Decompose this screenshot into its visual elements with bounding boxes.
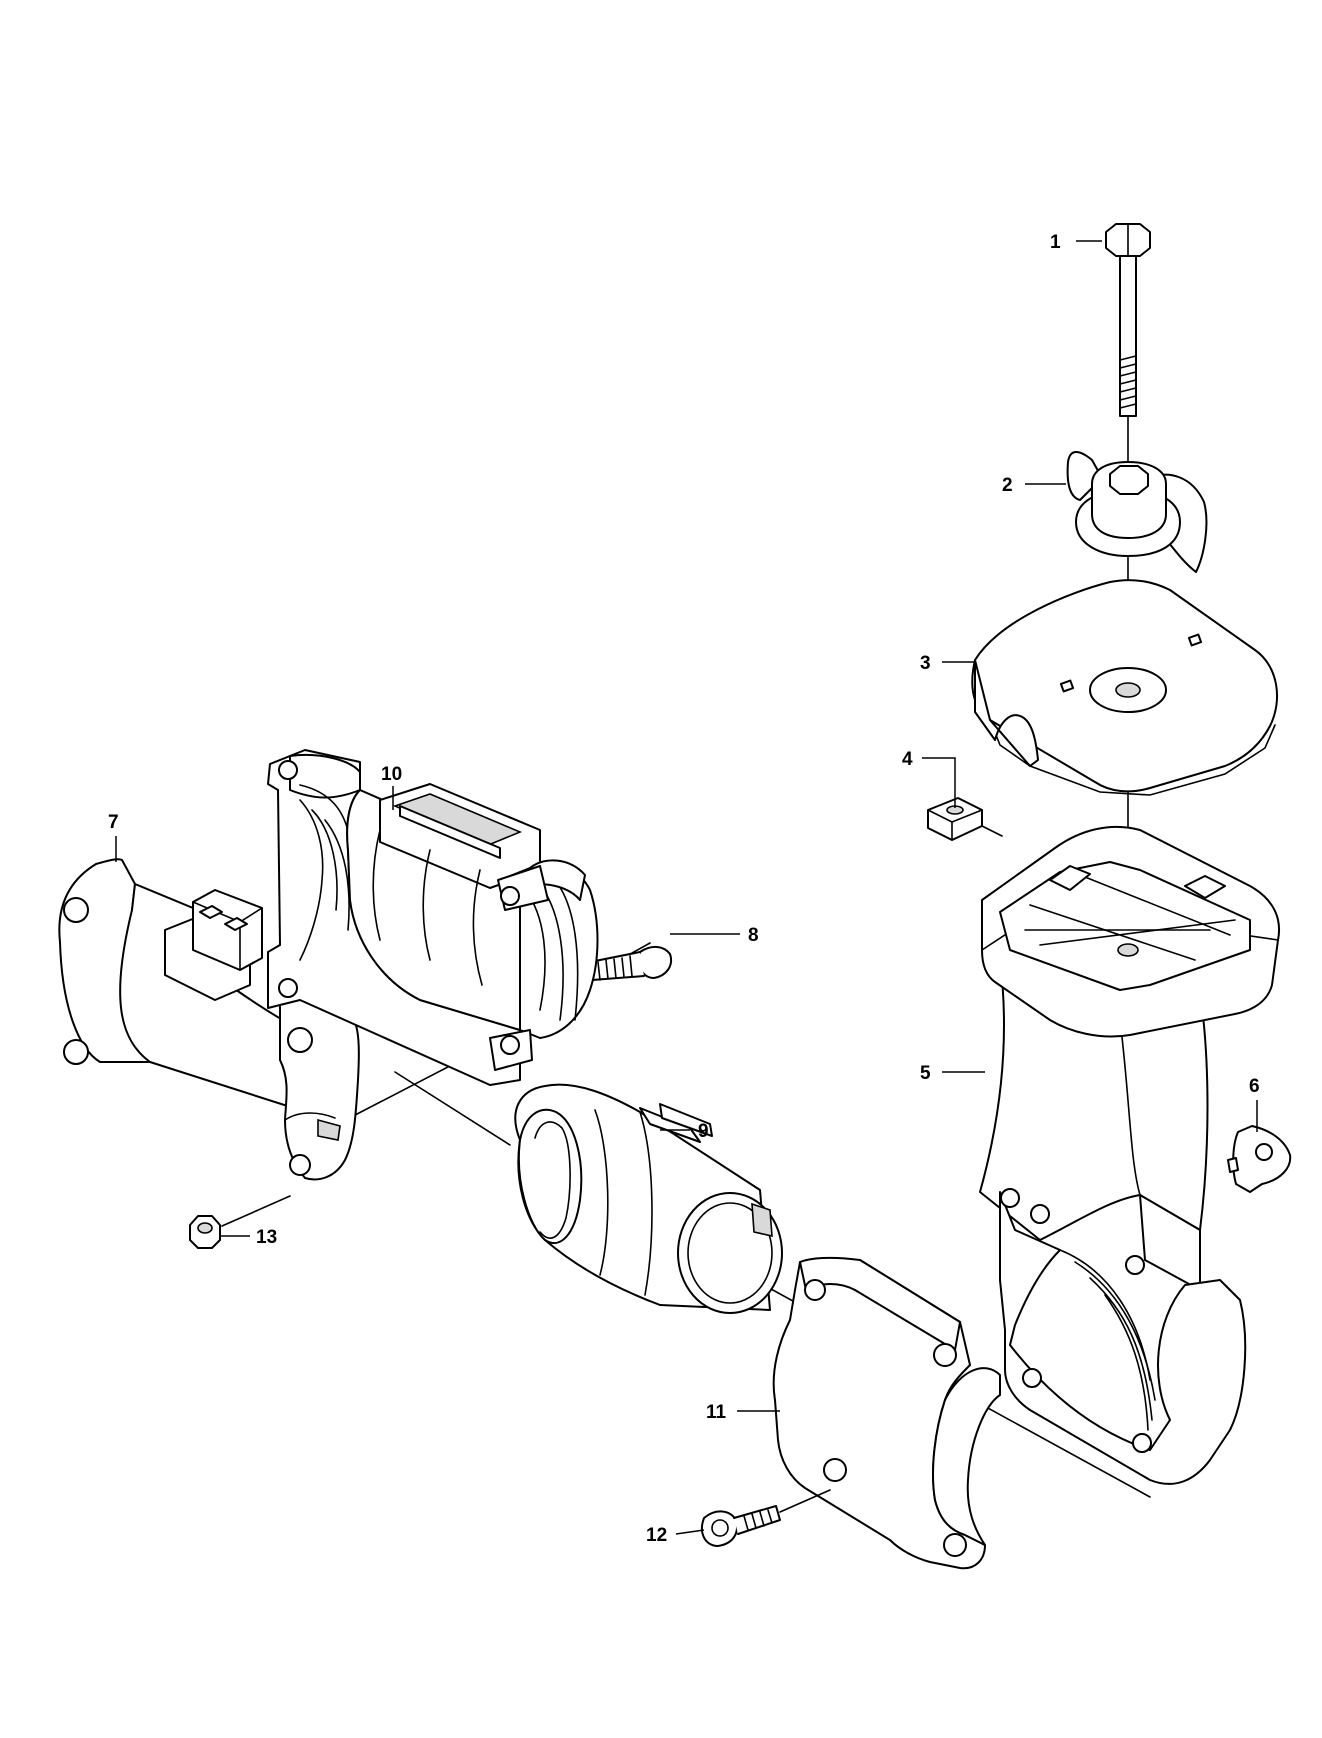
callout-9: 9 [698, 1121, 709, 1142]
part-1-hex-bolt [1105, 223, 1151, 417]
callout-1: 1 [1050, 232, 1061, 253]
part-13-nut [189, 1195, 291, 1249]
callout-leaders [115, 240, 1258, 1535]
callout-3: 3 [920, 653, 931, 674]
part-12-screw [700, 1489, 831, 1547]
part-4-square-nut [927, 797, 1003, 841]
part-9-sleeve [514, 1083, 783, 1314]
part-3-top-cover [971, 579, 1278, 796]
part-6-clip [1227, 1125, 1292, 1193]
callout-2: 2 [1002, 475, 1013, 496]
callout-6: 6 [1249, 1076, 1260, 1097]
callout-7: 7 [108, 812, 119, 833]
callout-4: 4 [902, 749, 913, 770]
part-2-wing-knob [1066, 451, 1208, 573]
part-10-bracket [267, 749, 599, 1086]
callout-13: 13 [256, 1227, 277, 1248]
callout-5: 5 [920, 1063, 931, 1084]
callout-12: 12 [646, 1525, 667, 1546]
callout-8: 8 [748, 925, 759, 946]
callout-labels: 1 2 3 4 5 6 7 8 9 10 11 12 13 [108, 232, 1260, 1546]
part-8-screw [589, 946, 672, 981]
part-7-clamp-half [58, 858, 360, 1181]
callout-10: 10 [381, 764, 402, 785]
part-11-lower-clamp [772, 1256, 1001, 1570]
callout-11: 11 [706, 1402, 727, 1423]
part-5-handle-body [979, 825, 1280, 1485]
